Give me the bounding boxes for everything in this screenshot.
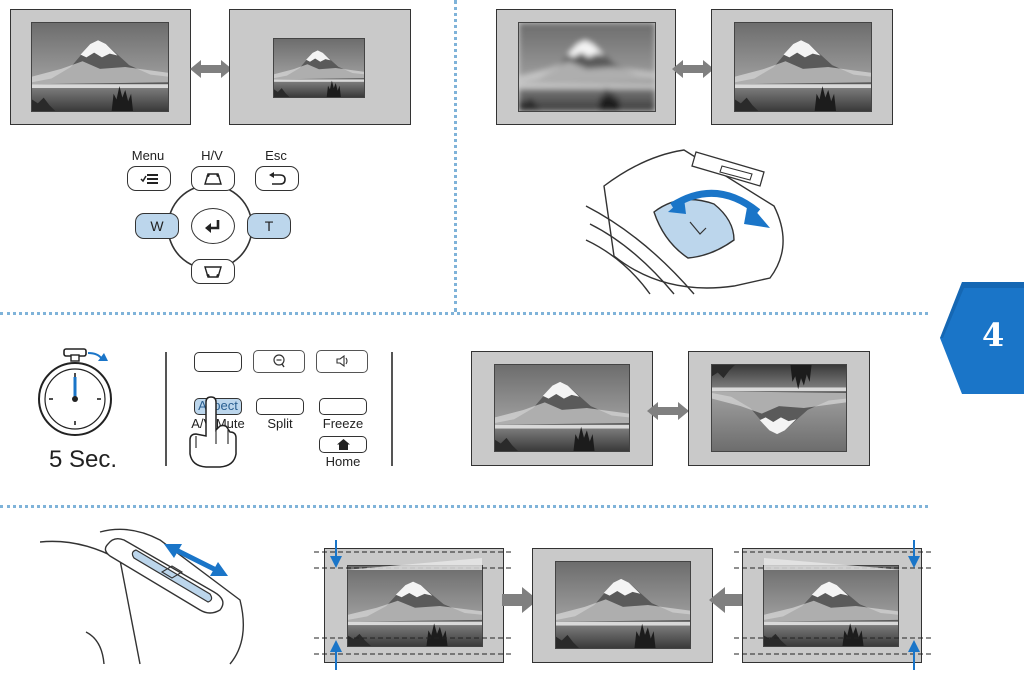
zoom-out-button[interactable] [253,350,305,373]
zoom-before-image [31,22,169,112]
timer-label: 5 Sec. [49,446,118,473]
shift-up-guides [314,540,514,670]
remote-top-button[interactable] [194,352,242,372]
av-mute-label: A/V Mute [191,416,245,431]
chapter-tab-shape [940,282,1024,394]
shift-center-frame [532,548,713,663]
zoom-after-frame [229,9,411,125]
menu-button[interactable] [127,166,171,191]
tele-zoom-button[interactable]: T [247,213,291,239]
chapter-tab: 4 [940,282,1024,394]
zoom-out-icon [273,354,285,368]
horizontal-divider-2 [0,505,928,508]
shift-down-guides [734,540,934,670]
projector-slider-illustration [40,528,245,665]
right-arrow-icon [502,587,538,613]
projector-lens-illustration [585,149,784,295]
enter-icon [205,220,220,233]
slide-arrow-icon [164,544,228,576]
home-label: Home [325,454,361,469]
flip-before-frame [471,351,653,466]
double-arrow-icon [190,60,232,78]
wide-zoom-button[interactable]: W [135,213,179,239]
focus-blurred-image [518,22,656,112]
hand-pointer-icon [189,396,237,468]
vertical-divider [454,0,457,312]
horizontal-divider-1 [0,312,928,315]
volume-icon [336,355,348,367]
home-button[interactable] [319,436,367,453]
hv-key-label: H/V [201,148,223,163]
esc-button[interactable] [255,166,299,191]
esc-key-label: Esc [265,148,287,163]
keystone-down-button[interactable] [191,259,235,284]
zoom-before-frame [10,9,191,125]
hv-keystone-button[interactable] [191,166,235,191]
enter-button[interactable] [191,208,235,244]
keystone-icon [204,172,222,185]
split-button[interactable] [256,398,304,415]
return-icon [269,171,286,185]
flip-normal-image [494,364,630,452]
keystone-icon [204,265,222,278]
stopwatch-icon [38,348,112,436]
home-icon [337,439,350,450]
flip-after-frame [688,351,870,466]
focus-before-frame [496,9,676,125]
split-label: Split [267,416,293,431]
flip-inverted-image [711,364,847,452]
freeze-label: Freeze [322,416,364,431]
left-arrow-icon [709,587,745,613]
remote-left-edge [165,352,167,466]
shift-center-image [555,561,691,649]
focus-sharp-image [734,22,872,112]
freeze-button[interactable] [319,398,367,415]
double-arrow-icon [672,60,714,78]
volume-button[interactable] [316,350,368,373]
chapter-number: 4 [982,316,1005,354]
double-arrow-icon [647,402,689,420]
rotate-arrow-icon [668,190,770,228]
remote-right-edge [391,352,393,466]
menu-key-label: Menu [131,148,165,163]
zoom-after-image [273,38,365,98]
menu-list-icon [140,173,158,184]
focus-after-frame [711,9,893,125]
